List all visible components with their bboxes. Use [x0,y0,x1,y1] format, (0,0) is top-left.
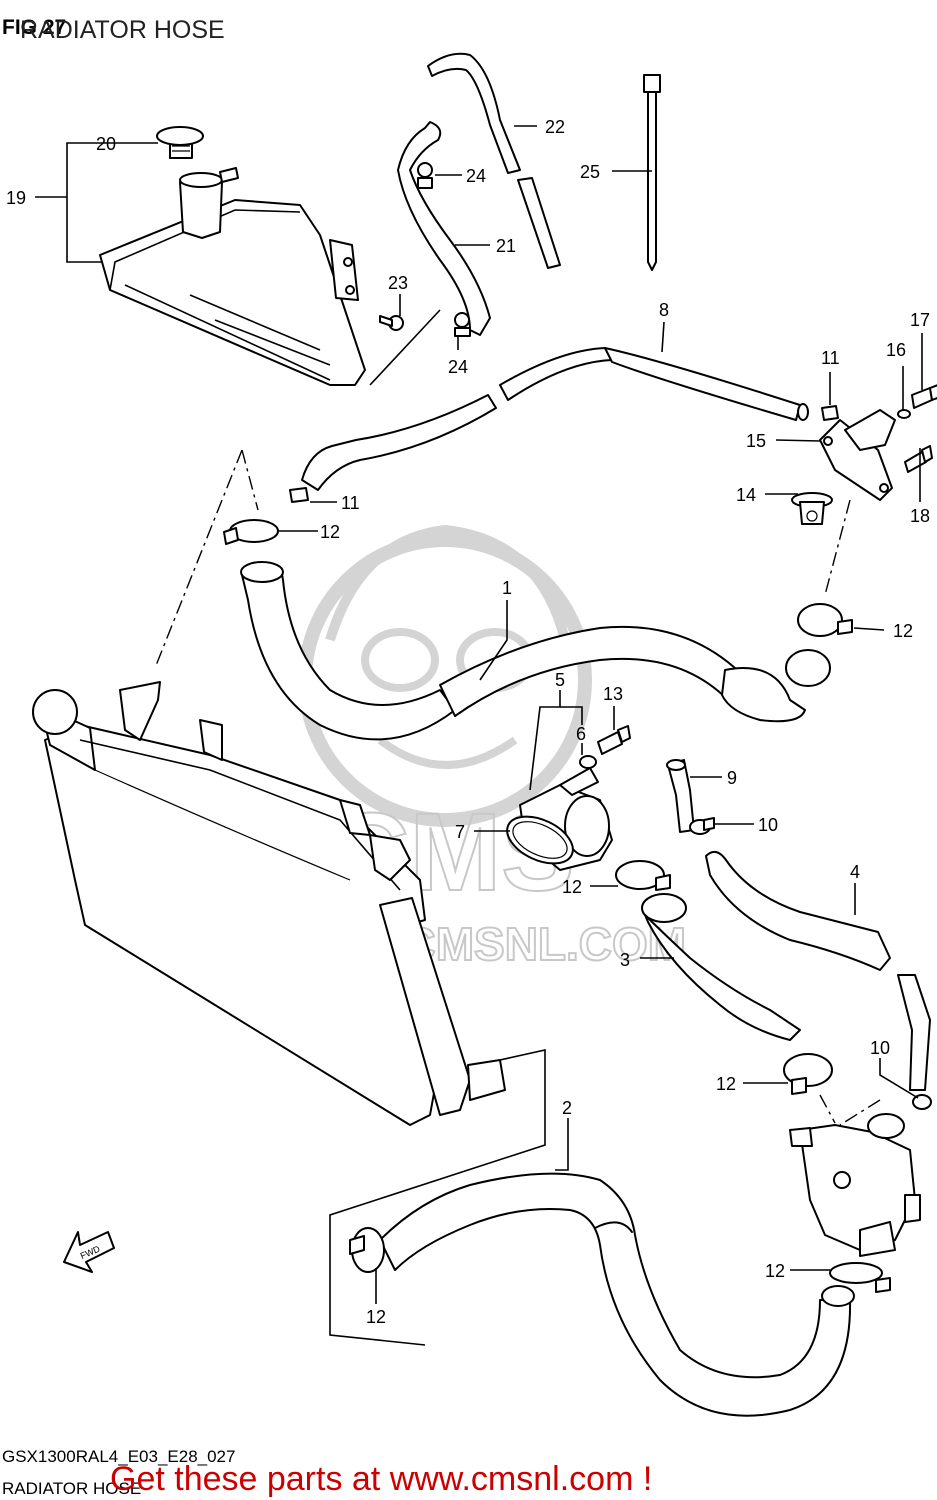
callout-17: 17 [910,310,930,330]
callout-2: 2 [562,1098,572,1118]
cable-tie [643,74,661,271]
callout-1: 1 [502,578,512,598]
callout-21: 21 [496,236,516,256]
hose-22 [427,52,561,269]
hose-2 [379,1172,855,1417]
hose-21 [397,121,491,336]
hose-8 [301,347,809,491]
callout-8: 8 [659,300,669,320]
clamp-12-upper-right [797,603,853,637]
callout-12-pump: 12 [716,1074,736,1094]
washer-16 [897,409,911,419]
callout-25: 25 [580,162,600,182]
callout-7: 7 [455,822,465,842]
callout-labels: 1 2 3 4 5 6 7 8 9 10 10 11 11 12 12 12 1… [6,117,930,1327]
clip-24-top [417,162,433,189]
callout-4: 4 [850,862,860,882]
callout-19: 19 [6,188,26,208]
figure-number: FIG 27 [2,16,66,39]
bolt-17 [911,384,937,409]
clip-11-right [821,405,839,421]
figure-title: RADIATOR HOSE [20,16,225,44]
water-pump [789,1113,921,1257]
callout-24-top: 24 [466,166,486,186]
callout-12-upper-right: 12 [893,621,913,641]
callout-9: 9 [727,768,737,788]
callout-12-upper-left: 12 [320,522,340,542]
o-ring-7 [506,815,574,865]
callout-6: 6 [576,724,586,744]
clamp-12-lower-left [349,1227,385,1273]
callout-12-lower-right: 12 [765,1261,785,1281]
watermark-mascot-logo [298,524,592,827]
bolt-23 [379,315,404,331]
clamp-12-upper-left [223,519,279,545]
assembly-lines [154,309,881,1346]
leader-lines [35,125,923,1304]
callout-10-upper: 10 [758,815,778,835]
fitting-9 [666,759,695,833]
callout-14: 14 [736,485,756,505]
callout-3: 3 [620,950,630,970]
callout-11-right: 11 [821,348,840,368]
hose-3 [641,893,801,1041]
thermostat-cover-15 [819,409,896,501]
hose-4 [705,850,931,1091]
callout-12-lower-left: 12 [366,1307,386,1327]
callout-5: 5 [555,670,565,690]
callout-16: 16 [886,340,906,360]
clamp-12-lower-right [829,1262,891,1293]
callout-24-bottom: 24 [448,357,468,377]
bolt-13 [597,725,631,755]
reservoir-tank [99,167,366,386]
model-code: GSX1300RAL4_E03_E28_027 [2,1447,235,1466]
callout-10-lower: 10 [870,1038,890,1058]
clip-10-upper [689,817,715,835]
callout-23: 23 [388,273,408,293]
clip-24-bottom [454,312,471,337]
callout-12-mid: 12 [562,877,582,897]
callout-11-left: 11 [341,493,360,513]
callout-13: 13 [603,684,623,704]
callout-20: 20 [96,134,116,154]
footer-caption: RADIATOR HOSE [2,1479,141,1498]
forward-direction-arrow: FWD [63,1231,115,1273]
thermostat-14 [791,492,833,525]
clamp-12-mid [615,860,671,891]
callout-15: 15 [746,431,766,451]
bolt-18 [904,445,933,473]
callout-22: 22 [545,117,565,137]
radiator [32,681,506,1126]
reservoir-cap [156,126,204,159]
cap-6 [579,755,597,769]
clamp-12-pump-upper [783,1053,833,1095]
promo-link[interactable]: Get these parts at www.cmsnl.com ! [110,1460,652,1498]
hose-1 [240,561,831,741]
clip-11-left [289,487,309,503]
callout-18: 18 [910,506,930,526]
